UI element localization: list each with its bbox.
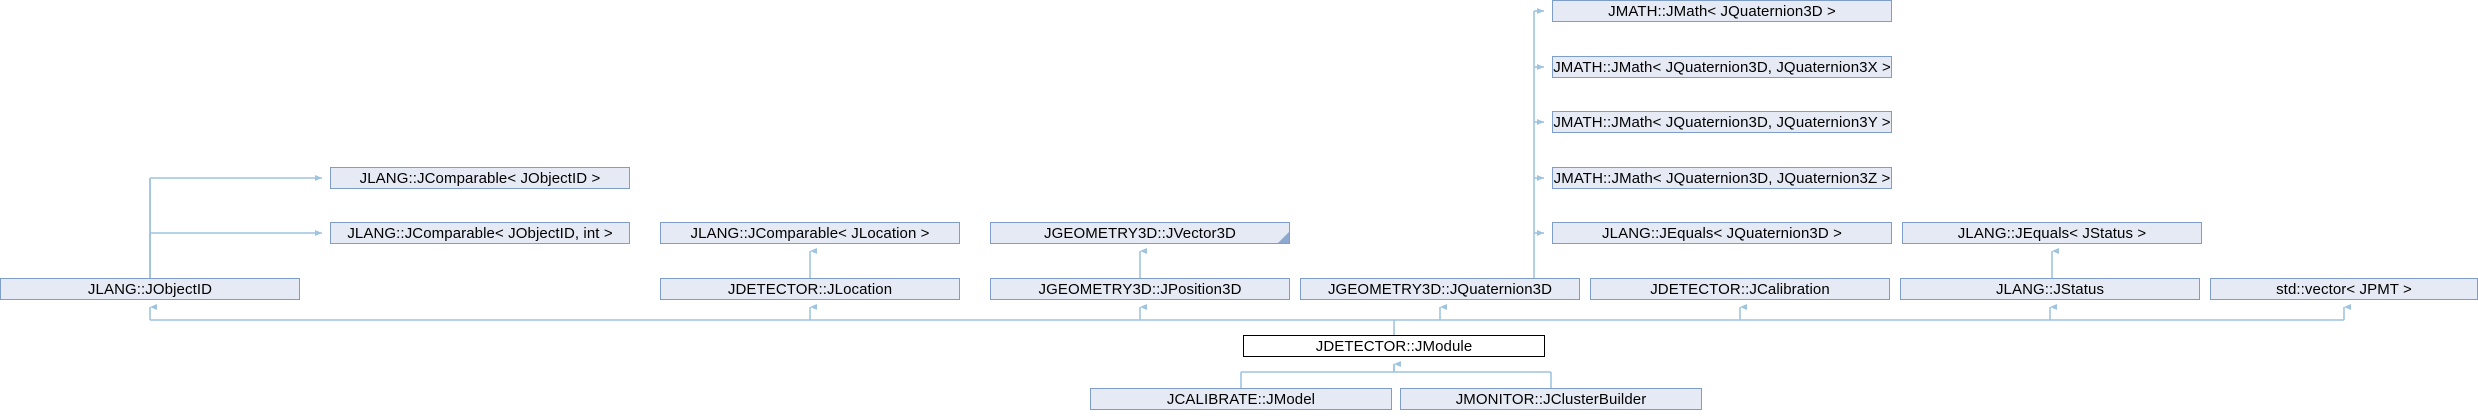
class-node-label: JLANG::JEquals< JStatus > [1957,224,2147,242]
class-node-jposition3d[interactable]: JGEOMETRY3D::JPosition3D [990,278,1290,300]
class-node-jequals_q3d[interactable]: JLANG::JEquals< JQuaternion3D > [1552,222,1892,244]
class-node-label: JDETECTOR::JCalibration [1650,280,1830,298]
class-node-jmath_q3dz[interactable]: JMATH::JMath< JQuaternion3D, JQuaternion… [1552,167,1892,189]
class-node-jclusterbuilder[interactable]: JMONITOR::JClusterBuilder [1400,388,1702,410]
class-node-jquaternion3d[interactable]: JGEOMETRY3D::JQuaternion3D [1300,278,1580,300]
class-node-label: JMATH::JMath< JQuaternion3D, JQuaternion… [1553,169,1891,187]
class-node-label: JGEOMETRY3D::JVector3D [1044,224,1236,242]
class-node-label: JGEOMETRY3D::JQuaternion3D [1327,280,1553,298]
class-node-jstatus[interactable]: JLANG::JStatus [1900,278,2200,300]
class-node-label: JDETECTOR::JLocation [727,280,893,298]
class-node-label: JLANG::JEquals< JQuaternion3D > [1602,224,1842,242]
class-node-label: JLANG::JComparable< JLocation > [690,224,930,242]
class-node-label: JLANG::JComparable< JObjectID, int > [347,224,613,242]
class-node-label: JDETECTOR::JModule [1315,337,1473,355]
class-node-jmath_q3d[interactable]: JMATH::JMath< JQuaternion3D > [1552,0,1892,22]
class-node-jmath_q3dy[interactable]: JMATH::JMath< JQuaternion3D, JQuaternion… [1552,111,1892,133]
class-node-jcmp_objid[interactable]: JLANG::JComparable< JObjectID > [330,167,630,189]
class-node-label: JMONITOR::JClusterBuilder [1455,390,1647,408]
class-node-label: JMATH::JMath< JQuaternion3D, JQuaternion… [1553,58,1891,76]
class-node-label: JGEOMETRY3D::JPosition3D [1038,280,1242,298]
class-node-jcmp_jlocation[interactable]: JLANG::JComparable< JLocation > [660,222,960,244]
class-node-label: JMATH::JMath< JQuaternion3D, JQuaternion… [1553,113,1891,131]
class-node-jequals_jstatus[interactable]: JLANG::JEquals< JStatus > [1902,222,2202,244]
class-node-jlocation[interactable]: JDETECTOR::JLocation [660,278,960,300]
class-node-jcmp_objid_int[interactable]: JLANG::JComparable< JObjectID, int > [330,222,630,244]
class-node-label: JCALIBRATE::JModel [1166,390,1316,408]
class-node-jvector3d[interactable]: JGEOMETRY3D::JVector3D [990,222,1290,244]
class-node-jcalibration[interactable]: JDETECTOR::JCalibration [1590,278,1890,300]
class-node-label: JLANG::JComparable< JObjectID > [359,169,601,187]
class-node-jmath_q3dx[interactable]: JMATH::JMath< JQuaternion3D, JQuaternion… [1552,56,1892,78]
class-node-jobjectid[interactable]: JLANG::JObjectID [0,278,300,300]
template-corner-icon [1278,232,1289,243]
class-node-jmodel[interactable]: JCALIBRATE::JModel [1090,388,1392,410]
class-node-label: std::vector< JPMT > [2276,280,2412,298]
class-node-label: JMATH::JMath< JQuaternion3D > [1608,2,1836,20]
class-node-jmodule[interactable]: JDETECTOR::JModule [1243,335,1545,357]
class-node-vector_jpmt[interactable]: std::vector< JPMT > [2210,278,2478,300]
class-node-label: JLANG::JObjectID [87,280,213,298]
class-node-label: JLANG::JStatus [1995,280,2105,298]
